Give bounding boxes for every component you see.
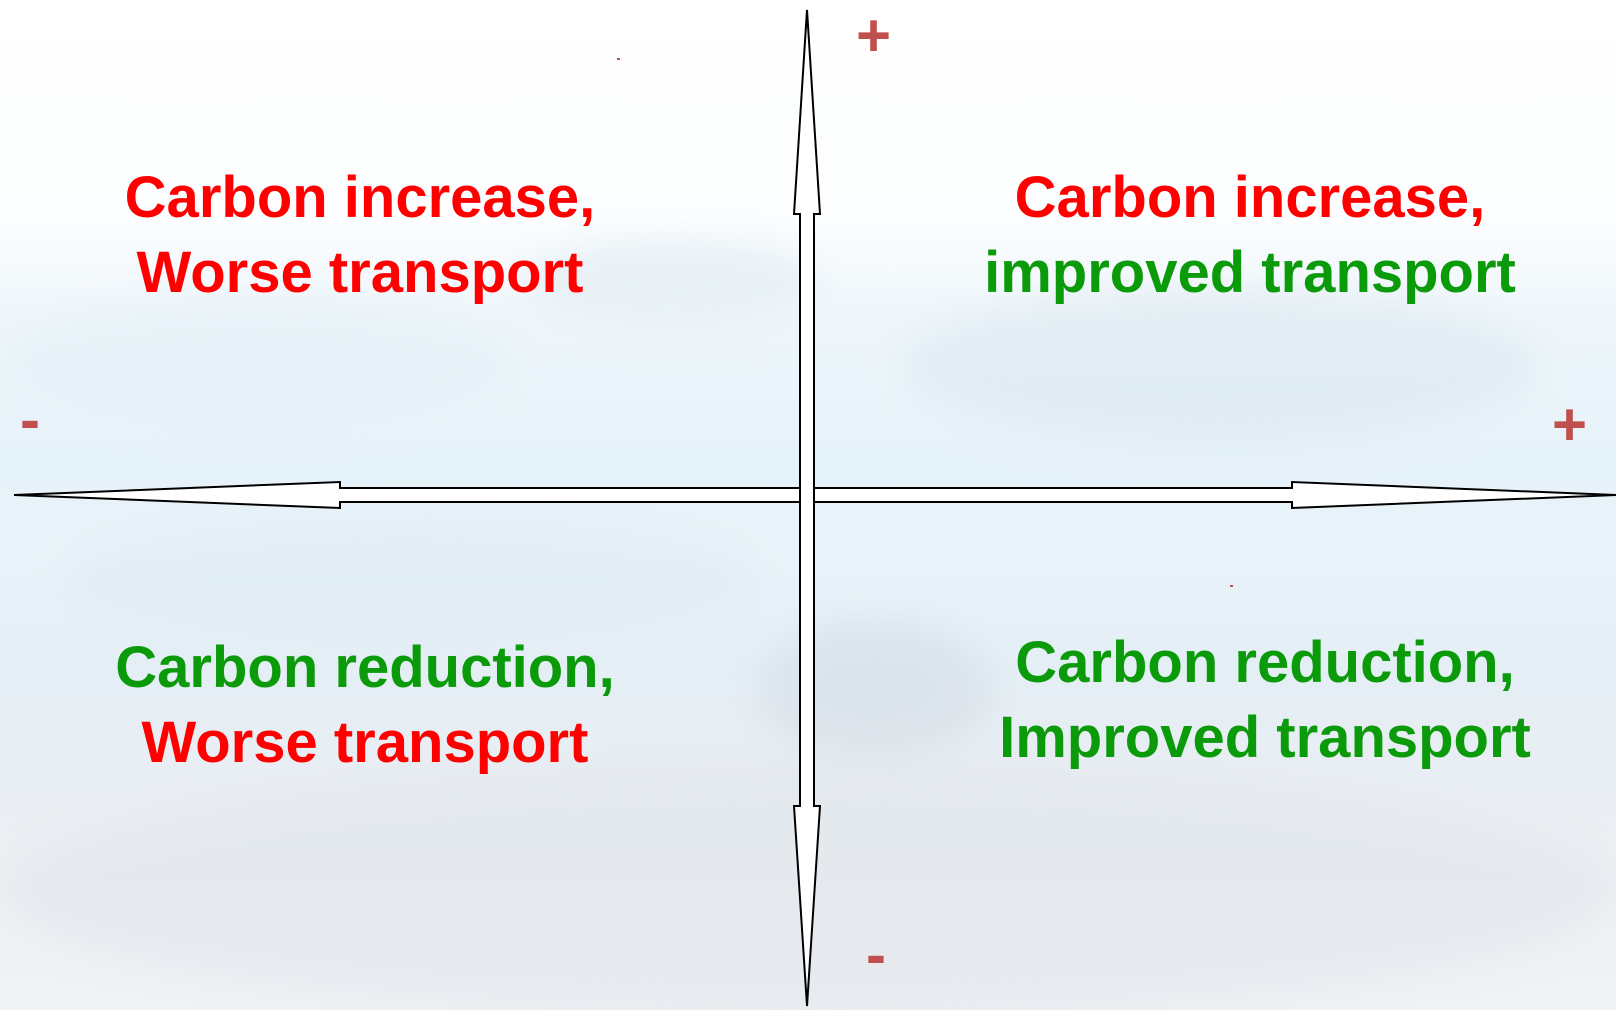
quadrant-top-right-line2: improved transport bbox=[984, 240, 1516, 305]
quadrant-top-left: Carbon increase, Worse transport bbox=[80, 160, 640, 310]
quadrant-bottom-left: Carbon reduction, Worse transport bbox=[70, 630, 660, 780]
background-haze bbox=[760, 620, 990, 760]
quadrant-top-left-line2: Worse transport bbox=[136, 240, 584, 305]
quadrant-bottom-right-line2: Improved transport bbox=[999, 705, 1531, 770]
quadrant-bottom-left-line2: Worse transport bbox=[141, 710, 589, 775]
vertical-axis-arrow bbox=[792, 9, 822, 1007]
axis-sign-bottom: - bbox=[866, 921, 886, 988]
quadrant-bottom-right-line1: Carbon reduction, bbox=[1015, 630, 1515, 695]
quadrant-bottom-left-line1: Carbon reduction, bbox=[115, 635, 615, 700]
background-haze bbox=[0, 300, 520, 420]
background-haze bbox=[60, 520, 760, 640]
axis-sign-top: + bbox=[856, 2, 892, 69]
background-haze bbox=[900, 290, 1540, 440]
stray-dot bbox=[617, 58, 620, 60]
axis-sign-left: - bbox=[20, 386, 40, 453]
background-haze bbox=[520, 240, 820, 320]
quadrant-top-left-line1: Carbon increase, bbox=[124, 165, 596, 230]
quadrant-top-right: Carbon increase, improved transport bbox=[940, 160, 1560, 310]
stray-dot bbox=[1230, 585, 1233, 587]
axis-sign-right: + bbox=[1552, 391, 1588, 458]
quadrant-top-right-line1: Carbon increase, bbox=[1014, 165, 1486, 230]
quadrant-bottom-right: Carbon reduction, Improved transport bbox=[950, 625, 1580, 775]
